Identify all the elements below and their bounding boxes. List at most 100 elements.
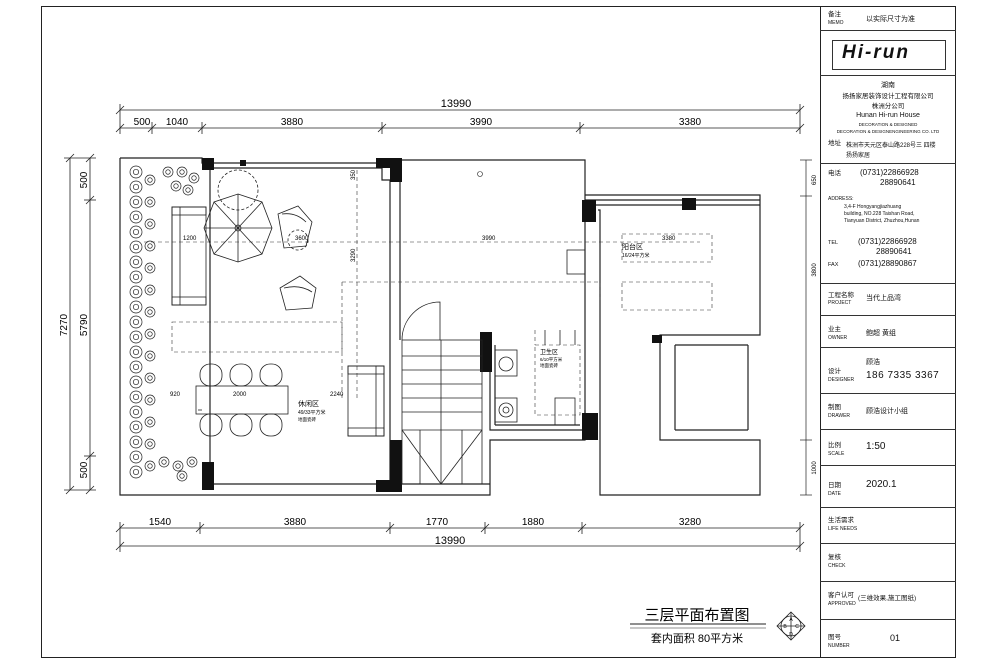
- compass-c: C: [795, 624, 799, 630]
- planter-core: [147, 331, 153, 337]
- planter-core: [173, 183, 179, 189]
- planter-core: [132, 213, 140, 221]
- life-needs-row: 生活需求 LIFE NEEDS: [820, 508, 956, 544]
- interior-dim-4: 3380: [662, 236, 676, 242]
- owner-label: 业主: [828, 326, 841, 333]
- drawer-row: 制图 DRAWER 顾浩设计小组: [820, 394, 956, 430]
- check-label: 复核: [828, 554, 841, 561]
- planter: [186, 456, 198, 468]
- planter-core: [132, 303, 140, 311]
- planter-core: [132, 423, 140, 431]
- planter: [144, 196, 156, 208]
- company-name: 扬扬家居装饰设计工程有限公司: [842, 93, 934, 100]
- planter: [144, 262, 156, 274]
- planter-core: [132, 408, 140, 416]
- scale-row: 比例 SCALE 1:50: [820, 430, 956, 466]
- planter-core: [147, 243, 153, 249]
- planter: [144, 438, 156, 450]
- planter: [129, 450, 143, 464]
- planter-core: [161, 459, 167, 465]
- designer-label-en: DESIGNER: [828, 377, 855, 383]
- planter: [129, 465, 143, 479]
- planter-core: [189, 459, 195, 465]
- planter-core: [147, 287, 153, 293]
- drawing-frame: [41, 6, 956, 658]
- scale-label: 比例: [828, 442, 841, 449]
- planter: [144, 306, 156, 318]
- planter-core: [147, 419, 153, 425]
- planter: [162, 166, 174, 178]
- planter-core: [132, 258, 140, 266]
- date-label-en: DATE: [828, 491, 841, 497]
- planter: [129, 285, 143, 299]
- interior-dim-8: 2240: [330, 392, 344, 398]
- left-inner-dim: 5790: [79, 313, 90, 336]
- planter-core: [132, 378, 140, 386]
- planter-core: [191, 175, 197, 181]
- approved-row: 客户认可 APPROVED (三维效果,施工图纸): [820, 582, 956, 620]
- leisure-note: 地面瓷砖: [298, 416, 316, 423]
- project-row: 工程名称 PROJECT 当代上品湾: [820, 284, 956, 316]
- planter-core: [132, 393, 140, 401]
- compass-a: A: [789, 617, 793, 623]
- scale-label-en: SCALE: [828, 451, 845, 457]
- planter: [176, 166, 188, 178]
- bath-note: 地面瓷砖: [540, 362, 558, 369]
- planter: [129, 315, 143, 329]
- interior-dim-5: 3290: [351, 248, 357, 262]
- tel-1: (0731)22866928: [860, 168, 919, 177]
- designer-name: 顾浩: [866, 359, 880, 366]
- approved-label: 客户认可: [828, 592, 854, 599]
- interior-dim-7: 2000: [233, 392, 247, 398]
- left-dimensions: [64, 153, 96, 495]
- planter-core: [147, 265, 153, 271]
- sofa-set: [171, 169, 317, 311]
- owner-value: 鲍超 黄组: [866, 330, 896, 337]
- number-label: 图号: [828, 634, 841, 641]
- planter: [129, 180, 143, 194]
- bottom-total-dim: 13990: [435, 535, 466, 547]
- planter-core: [132, 333, 140, 341]
- planter: [172, 460, 184, 472]
- company-region: 湖南: [881, 82, 895, 89]
- planter-core: [132, 273, 140, 281]
- address-label: 地址: [828, 140, 841, 147]
- date-row: 日期 DATE 2020.1: [820, 466, 956, 508]
- planter: [144, 218, 156, 230]
- planter: [129, 360, 143, 374]
- left-outer-dim: 7270: [59, 313, 70, 336]
- planter-core: [147, 309, 153, 315]
- ceiling-marker: [477, 171, 483, 177]
- memo-row: 备注 MEMO 以实际尺寸为准: [820, 6, 956, 31]
- planter: [129, 375, 143, 389]
- interior-dim-2: 3600: [295, 236, 309, 242]
- life-needs-label: 生活需求: [828, 517, 854, 524]
- planter-core: [147, 397, 153, 403]
- designer-phone: 186 7335 3367: [866, 370, 940, 381]
- planter-core: [132, 348, 140, 356]
- company-branch: 株洲分公司: [871, 103, 905, 110]
- left-bottom-dim: 500: [79, 461, 90, 478]
- tel-en-2: 28890641: [876, 247, 912, 256]
- address-en-3: Tianyuan District, Zhuzhou,Hunan: [844, 218, 920, 224]
- planter: [129, 390, 143, 404]
- number-row: 图号 NUMBER 01: [820, 620, 956, 658]
- owner-label-en: OWNER: [828, 335, 848, 341]
- compass-d: D: [789, 632, 793, 638]
- planters: [129, 165, 200, 482]
- top-dim-2: 1040: [166, 117, 189, 128]
- drawer-value: 顾浩设计小组: [866, 408, 908, 415]
- planter-core: [132, 168, 140, 176]
- compass: [776, 611, 806, 641]
- planter: [188, 172, 200, 184]
- planter: [158, 456, 170, 468]
- planter-core: [132, 228, 140, 236]
- address-cn: 株洲市天元区泰山路228号三 四楼: [846, 143, 936, 149]
- planter-core: [147, 177, 153, 183]
- company-row: 湖南 扬扬家居装饰设计工程有限公司 株洲分公司 Hunan Hi-run Hou…: [820, 76, 956, 164]
- planter: [144, 284, 156, 296]
- planter: [129, 300, 143, 314]
- balcony-sink: [566, 249, 586, 275]
- designer-label: 设计: [828, 368, 841, 375]
- planter-core: [179, 169, 185, 175]
